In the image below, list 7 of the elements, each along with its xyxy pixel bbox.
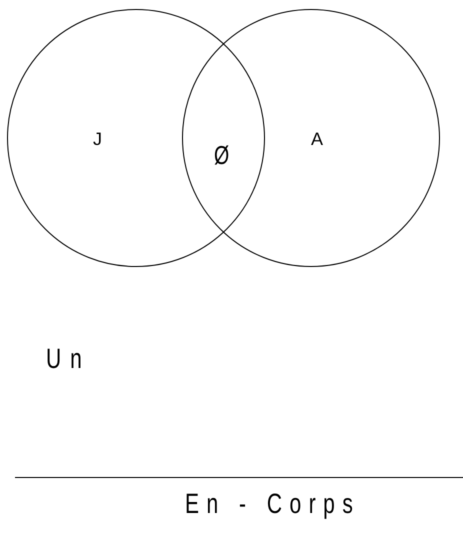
intersection-label: Ø xyxy=(214,142,230,168)
caption-text: En - Corps xyxy=(185,490,360,518)
caption-text: Un xyxy=(46,345,91,373)
set-label: A xyxy=(311,130,324,148)
venn-circle xyxy=(7,9,265,267)
venn-circle xyxy=(182,9,440,267)
set-label: J xyxy=(93,130,102,148)
